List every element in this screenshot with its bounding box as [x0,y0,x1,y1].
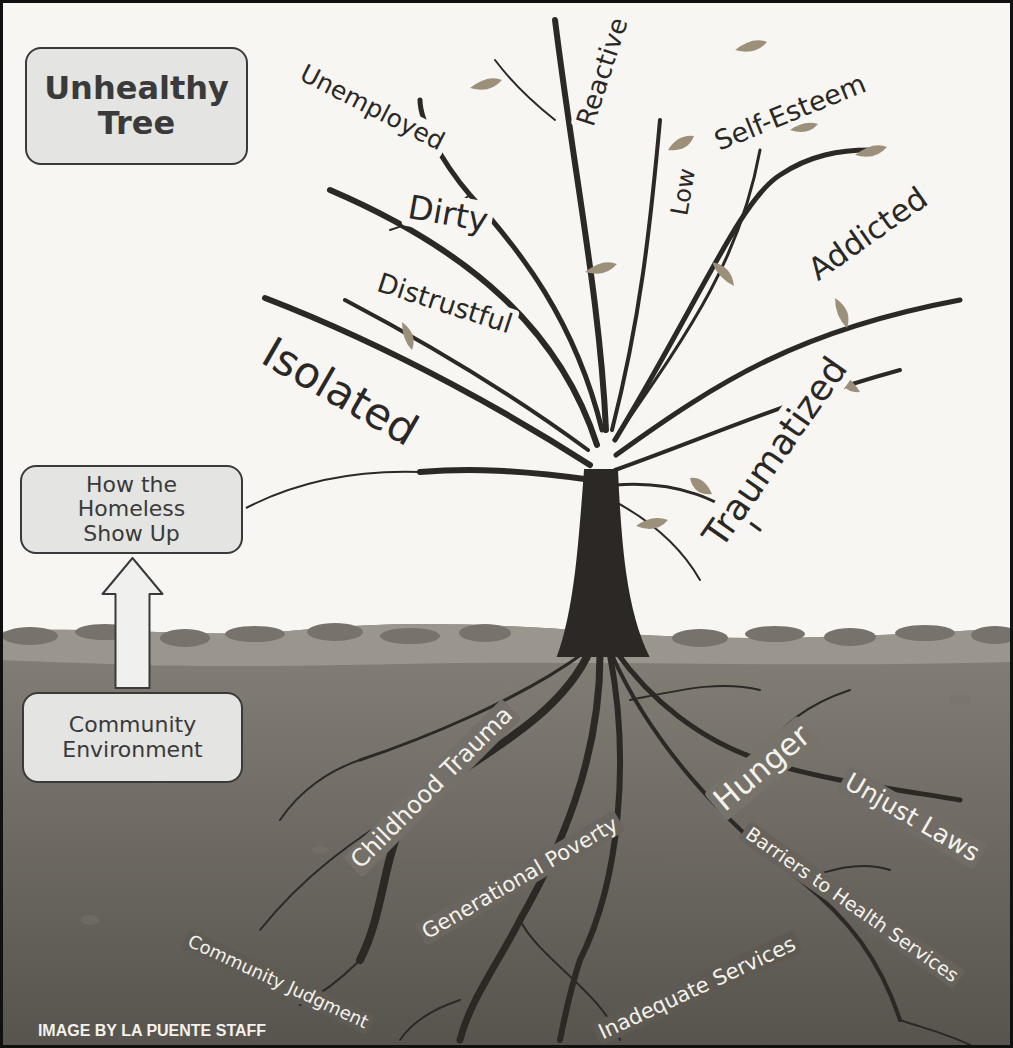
tree-roots-part [280,760,360,820]
tree-trunk-and-branches-part [558,470,648,656]
falling-leaves-part [712,262,734,286]
ground-part [0,854,1013,862]
branch-label: Addicted [799,178,938,290]
branch-label: Traumatized [692,346,858,558]
ground-stones-part [895,625,955,641]
box-text: How the Homeless Show Up [69,473,194,546]
tree-trunk-and-branches-part [612,500,700,580]
ground-stones-part [380,628,440,644]
leader-line [246,472,420,508]
ground-stones-part [225,626,285,642]
tree-roots-part [630,686,760,700]
falling-leaves-part [402,322,414,350]
falling-leaves-part [855,145,887,157]
tree-roots-part [900,1020,970,1045]
ground-stones-part [160,629,210,647]
ground-stones-part [2,627,58,645]
branch-label: Unemployed [291,57,452,158]
falling-leaves-part [636,518,668,529]
title-box: Unhealthy Tree [25,47,248,165]
image-credit: IMAGE BY LA PUENTE STAFF [34,1022,270,1040]
falling-leaves-part [690,478,712,494]
ground-part [0,624,1013,1048]
tree-trunk-and-branches-part [420,470,592,480]
falling-leaves-part [668,136,694,150]
branch-label: Self-Esteem [706,66,874,158]
falling-leaves-part [585,262,617,274]
ground-stones-part [824,628,876,646]
ground-stones-part [672,629,728,647]
tree-roots [260,650,970,1045]
branch-label: Low [666,162,703,221]
branch-label: Isolated [250,326,429,458]
tree-trunk-and-branches-part [614,150,760,440]
ground [0,624,1013,1048]
ground-stones-part [459,624,511,642]
ground-stones-part [312,846,328,854]
label-box: Community Environment [22,692,243,783]
ground-stones-part [745,626,805,642]
ground-stones-part [81,915,99,925]
falling-leaves-part [735,40,767,52]
ground-stones-part [307,623,363,641]
branch-label: Distrustful [370,265,520,340]
box-text: Unhealthy Tree [42,71,232,141]
ground-stones-part [950,695,970,705]
tree-trunk-and-branches [265,20,960,656]
label-box: How the Homeless Show Up [20,465,243,554]
block-arrow [103,558,163,688]
box-text: Community Environment [53,713,213,761]
ground-stones-part [971,626,1013,644]
falling-leaves-part [470,78,502,90]
tree-roots-part [400,1000,460,1040]
falling-leaves-part [835,298,849,328]
ground-part [0,624,1013,666]
tree-trunk-and-branches-part [495,60,555,120]
branch-label: Reactive [570,10,635,133]
